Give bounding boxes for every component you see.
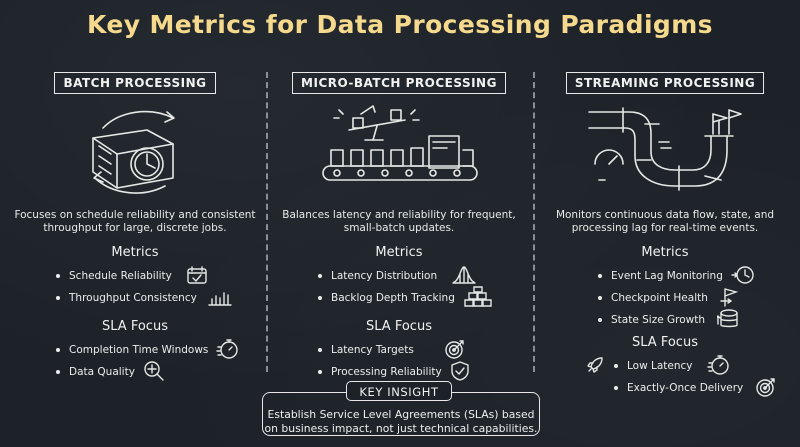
batch-sla-title: SLA Focus: [102, 319, 168, 334]
metric-label: Latency Distribution: [331, 270, 438, 282]
bullet: [56, 370, 60, 374]
bullet: [598, 318, 602, 322]
sla-item: Exactly-Once Delivery: [586, 377, 796, 399]
sla-label: Completion Time Windows: [69, 344, 209, 356]
metric-item: Latency Distribution: [318, 265, 530, 287]
metric-item: Throughput Consistency: [56, 287, 266, 309]
metric-label: Throughput Consistency: [69, 292, 197, 304]
key-insight-text: Establish Service Level Agreements (SLAs…: [264, 408, 538, 435]
bullet: [318, 274, 322, 278]
metric-label: Checkpoint Health: [611, 292, 708, 304]
batch-illustration: [4, 100, 266, 205]
sla-item: Data Quality: [56, 361, 266, 383]
bar-chart-icon: [207, 287, 233, 310]
micro-batch-heading: MICRO-BATCH PROCESSING: [292, 72, 506, 94]
bullet: [56, 274, 60, 278]
database-icon: [717, 308, 739, 333]
metric-item: Schedule Reliability: [56, 265, 266, 287]
stacked-boxes-icon: [463, 286, 493, 311]
streaming-illustration: [534, 100, 796, 205]
rocket-icon: [586, 356, 604, 377]
streaming-sla-title: SLA Focus: [632, 335, 698, 350]
bullet: [56, 296, 60, 300]
streaming-heading: STREAMING PROCESSING: [565, 72, 765, 94]
batch-description: Focuses on schedule reliability and cons…: [14, 209, 256, 234]
micro-batch-description: Balances latency and reliability for fre…: [282, 209, 516, 234]
bullet: [318, 296, 322, 300]
sla-item: Low Latency: [586, 355, 796, 377]
server-clock-icon: [55, 100, 215, 200]
shield-check-icon: [450, 360, 470, 385]
sla-item: Latency Targets: [318, 339, 530, 361]
bullet: [598, 274, 602, 278]
micro-batch-metrics-title: Metrics: [375, 245, 423, 260]
distribution-curve-icon: [451, 265, 477, 288]
streaming-description: Monitors continuous data flow, state, an…: [555, 209, 775, 234]
target-icon: [755, 376, 777, 401]
column-batch: BATCH PROCESSING Focuses on schedule rel…: [4, 72, 266, 383]
metric-label: Schedule Reliability: [69, 270, 172, 282]
bullet: [56, 348, 60, 352]
batch-heading: BATCH PROCESSING: [54, 72, 216, 94]
metric-item: State Size Growth: [598, 309, 796, 331]
column-streaming: STREAMING PROCESSING Monitors continuous…: [534, 72, 796, 399]
micro-batch-illustration: [268, 100, 530, 205]
sla-item: Processing Reliability: [318, 361, 530, 383]
calendar-check-icon: [186, 265, 208, 288]
clock-arrow-icon: [731, 265, 755, 288]
flag-icon: [720, 287, 742, 310]
metric-item: Checkpoint Health: [598, 287, 796, 309]
metric-label: Event Lag Monitoring: [611, 270, 723, 282]
bullet: [598, 296, 602, 300]
bullet: [614, 364, 618, 368]
key-insight-tag: KEY INSIGHT: [346, 381, 452, 401]
micro-batch-sla-title: SLA Focus: [366, 319, 432, 334]
bullet: [318, 348, 322, 352]
sla-item: Completion Time Windows: [56, 339, 266, 361]
sla-label: Exactly-Once Delivery: [627, 382, 744, 394]
metric-label: Backlog Depth Tracking: [331, 292, 455, 304]
sla-label: Data Quality: [69, 366, 135, 378]
sla-label: Latency Targets: [331, 344, 414, 356]
metric-item: Backlog Depth Tracking: [318, 287, 530, 309]
sla-label: Processing Reliability: [331, 366, 442, 378]
target-icon: [444, 338, 466, 363]
stopwatch-icon: [707, 354, 731, 379]
magnifier-icon: [143, 360, 165, 385]
bullet: [318, 370, 322, 374]
divider-left: [266, 72, 268, 372]
stopwatch-icon: [216, 338, 240, 363]
pipeline-icon: [575, 100, 755, 200]
metric-item: Event Lag Monitoring: [598, 265, 796, 287]
streaming-metrics-title: Metrics: [641, 245, 689, 260]
batch-metrics-title: Metrics: [111, 245, 159, 260]
bullet: [614, 386, 618, 390]
conveyor-scale-icon: [309, 100, 489, 200]
column-micro-batch: MICRO-BATCH PROCESSING Balances l: [268, 72, 530, 383]
sla-label: Low Latency: [627, 360, 693, 372]
divider-right: [533, 72, 535, 372]
metric-label: State Size Growth: [611, 314, 706, 326]
page-title: Key Metrics for Data Processing Paradigm…: [87, 10, 713, 39]
